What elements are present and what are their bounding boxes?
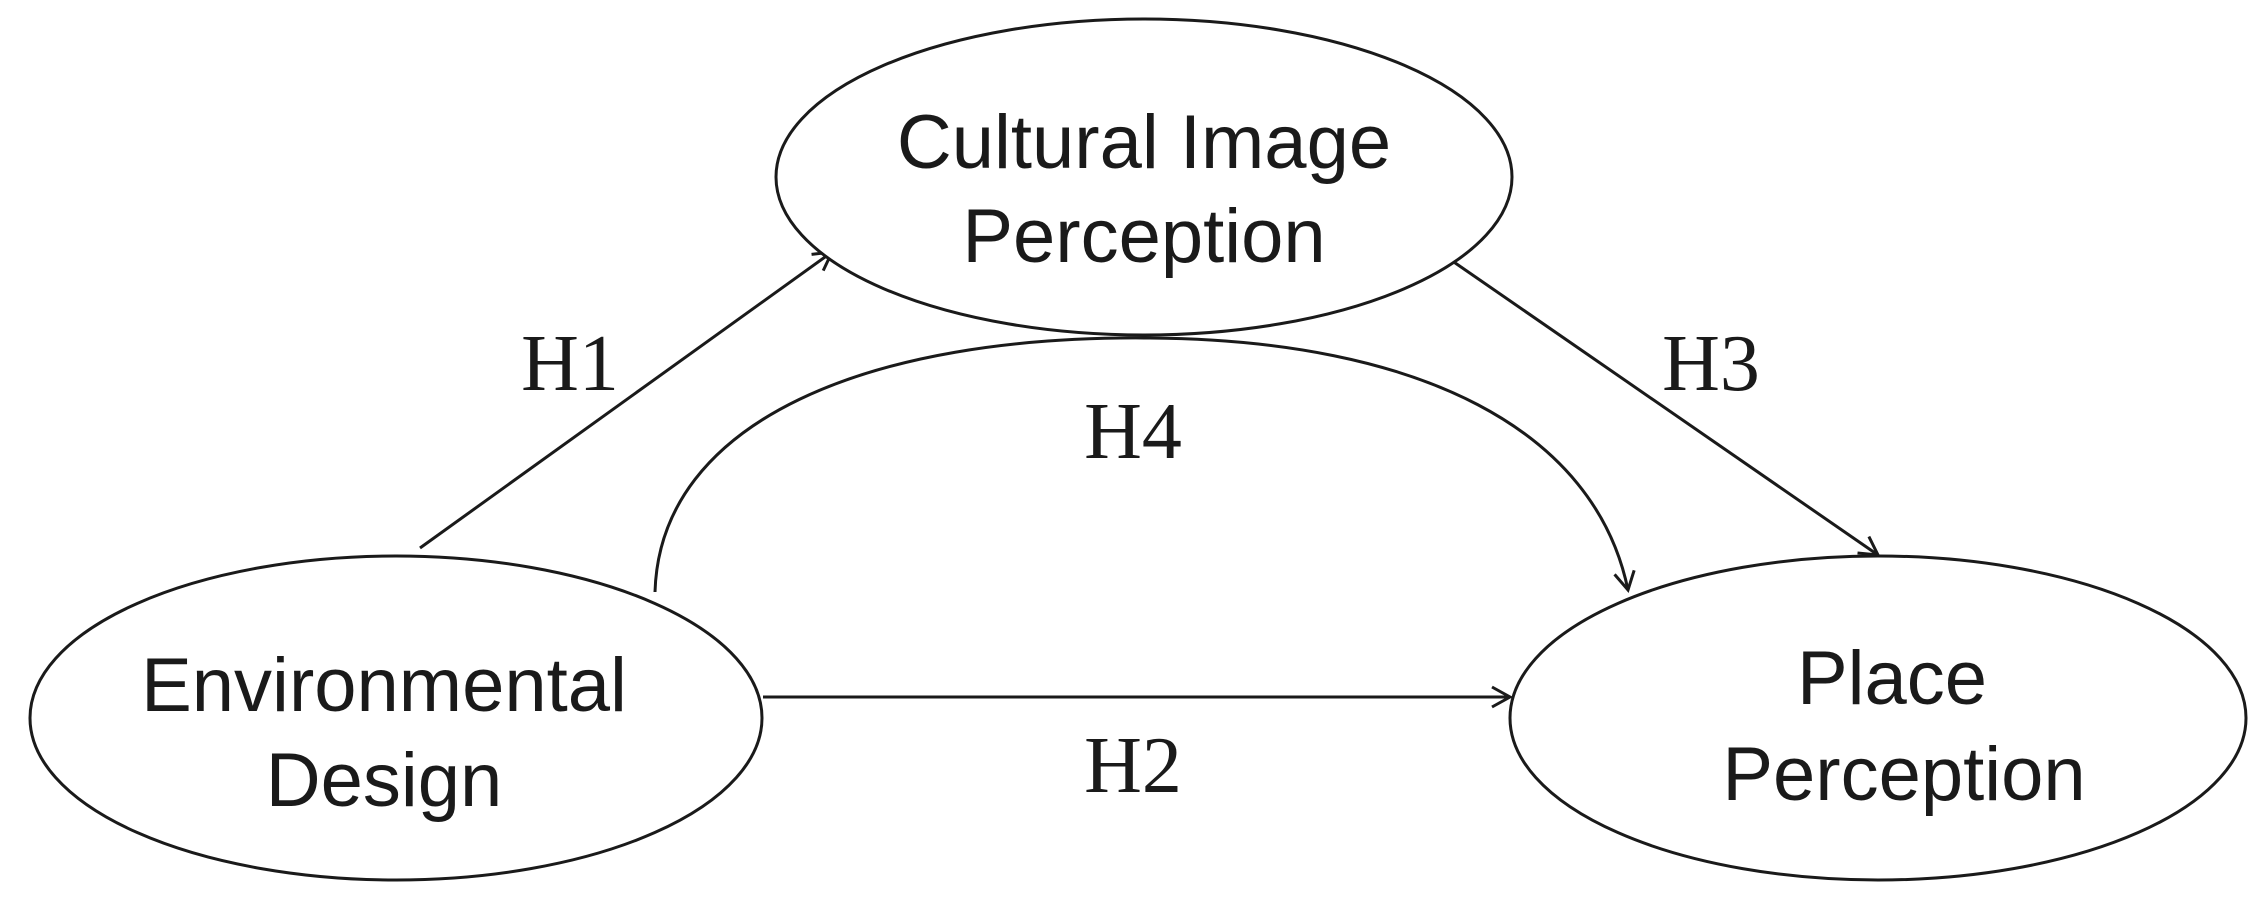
- node-place-perception: Place Perception: [1508, 554, 2248, 882]
- environmental-design-label-line1: Environmental: [141, 643, 627, 728]
- cultural-image-perception-label-line1: Cultural Image: [897, 100, 1391, 185]
- edge-h3-label: H3: [1662, 320, 1760, 408]
- edge-h1-line: [419, 250, 835, 550]
- place-perception-label-line2: Perception: [1722, 732, 2085, 817]
- place-perception-label-line1: Place: [1797, 636, 1987, 721]
- edge-h1-label: H1: [521, 320, 619, 408]
- edge-h4-line: [653, 336, 1636, 594]
- node-environmental-design: Environmental Design: [28, 554, 764, 882]
- environmental-design-label-line2: Design: [266, 738, 503, 823]
- cultural-image-perception-ellipse: [774, 17, 1514, 337]
- edge-h3-line: [1447, 256, 1881, 557]
- node-cultural-image-perception: Cultural Image Perception: [774, 17, 1514, 337]
- edge-h2-label: H2: [1084, 722, 1182, 810]
- edge-h4-label: H4: [1084, 388, 1182, 476]
- place-perception-ellipse: [1508, 554, 2248, 882]
- cultural-image-perception-label-line2: Perception: [962, 194, 1325, 279]
- environmental-design-ellipse: [28, 554, 764, 882]
